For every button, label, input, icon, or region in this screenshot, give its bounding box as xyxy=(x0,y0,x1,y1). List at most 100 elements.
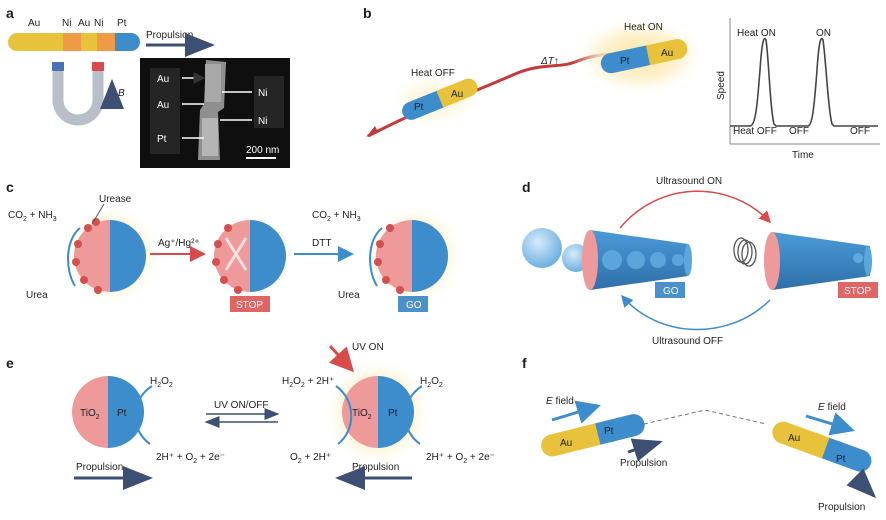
speed-xlabel: Time xyxy=(792,150,814,161)
e2-left-curve xyxy=(335,385,353,445)
go-badge-d xyxy=(655,282,685,298)
sem-label-au1: Au xyxy=(157,74,169,85)
cone-motor-stop xyxy=(764,232,872,290)
f2-efield-arrow xyxy=(805,412,855,436)
c1-curve xyxy=(67,227,81,287)
rod-label-au1: Au xyxy=(28,18,40,29)
tio2-pt-motor-1 xyxy=(72,376,144,448)
rod-off-pt: Pt xyxy=(414,102,424,113)
plot-label-off1: OFF xyxy=(789,126,809,137)
plot-label-heat-off: Heat OFF xyxy=(733,126,777,137)
c1-urea: Urea xyxy=(26,290,48,301)
janus-motor-3 xyxy=(365,203,465,307)
plot-label-off2: OFF xyxy=(850,126,870,137)
urease-label: Urease xyxy=(99,194,132,205)
rod-f-left xyxy=(541,414,645,457)
rod-heat-on xyxy=(600,39,688,74)
delta-t-label: ΔT↑ xyxy=(540,56,559,67)
ultrasound-off-arrow xyxy=(621,294,771,331)
e1-tio2: TiO2 xyxy=(80,408,100,421)
sem-label-ni1: Ni xyxy=(258,88,267,99)
e1-h2o2: H2O2 xyxy=(150,376,173,389)
uv-on-label: UV ON xyxy=(352,342,384,353)
plot-label-heat-on: Heat ON xyxy=(737,28,776,39)
rod-label-pt: Pt xyxy=(117,18,127,29)
f1-efield-arrow xyxy=(551,400,601,424)
ultrasound-on-arrow xyxy=(619,190,772,229)
horseshoe-magnet-icon xyxy=(52,62,104,126)
panel-d: d Ultrasound ON Ultrasound OFF GO xyxy=(522,176,878,347)
dtt-label: DTT xyxy=(312,238,331,249)
e1-pt: Pt xyxy=(117,408,127,419)
stop-badge-d xyxy=(838,282,878,298)
panel-e: e TiO2 Pt H2O2 2H⁺ + O2 + 2e⁻ Propulsion… xyxy=(6,342,495,490)
sem-scale-label: 200 nm xyxy=(246,145,279,156)
f1-propulsion: Propulsion xyxy=(620,458,667,469)
rod-on-pt: Pt xyxy=(620,56,630,67)
e2-h2o2-2h: H2O2 + 2H⁺ xyxy=(282,376,334,389)
ultrasound-off-label: Ultrasound OFF xyxy=(652,336,723,347)
plot-label-on: ON xyxy=(816,28,831,39)
sem-label-ni2: Ni xyxy=(258,116,267,127)
panel-c-letter: c xyxy=(6,179,14,195)
f2-au: Au xyxy=(788,433,800,444)
c3-co2: CO2 + NH3 xyxy=(312,210,361,223)
sem-image xyxy=(140,58,290,168)
panel-e-letter: e xyxy=(6,355,14,371)
f1-efield-label: E field xyxy=(546,396,574,407)
e2-propulsion: Propulsion xyxy=(352,462,399,473)
f2-propulsion: Propulsion xyxy=(818,502,865,513)
heat-off-label: Heat OFF xyxy=(411,68,455,79)
c3-urea: Urea xyxy=(338,290,360,301)
panel-b: b Pt Au Heat OFF ΔT↑ Pt Au Heat ON Sp xyxy=(363,5,880,161)
e1-products: 2H⁺ + O2 + 2e⁻ xyxy=(156,452,225,465)
e2-h2o2-right: H2O2 xyxy=(420,376,443,389)
rod-heat-off xyxy=(402,78,478,120)
panel-b-letter: b xyxy=(363,5,372,21)
coil-icon xyxy=(733,237,757,267)
rod-label-au2: Au xyxy=(78,18,90,29)
speed-plot: Speed Time Heat ON ON Heat OFF OFF OFF xyxy=(716,18,880,161)
speed-ylabel: Speed xyxy=(716,71,727,100)
go-badge-d-text: GO xyxy=(663,286,679,297)
go-badge-c-text: GO xyxy=(406,300,422,311)
ag-hg-label: Ag⁺/Hg²⁺ xyxy=(158,238,200,249)
urease-pointer xyxy=(91,203,105,225)
sem-label-pt: Pt xyxy=(157,134,167,145)
propulsion-label: Propulsion xyxy=(146,30,193,41)
rod-on-au: Au xyxy=(661,48,673,59)
panel-f: f Au Pt E field Propulsion Au Pt E field… xyxy=(522,355,877,513)
trajectory-arrowhead xyxy=(366,126,378,137)
panel-a-letter: a xyxy=(6,5,14,21)
e1-curve xyxy=(134,385,153,445)
rod-f-right xyxy=(772,421,872,472)
stop-badge-d-text: STOP xyxy=(844,286,871,297)
f1-propulsion-arrow xyxy=(627,438,663,462)
f1-au: Au xyxy=(560,438,572,449)
go-badge-c xyxy=(398,296,428,312)
f1-pt: Pt xyxy=(604,426,614,437)
rod-label-ni1: Ni xyxy=(62,18,71,29)
panel-a: a Au Ni Au Ni Pt Propulsion B xyxy=(6,5,290,168)
field-label: B xyxy=(118,88,125,99)
janus-motor-2 xyxy=(212,220,286,294)
rod-off-au: Au xyxy=(451,89,463,100)
e2-pt: Pt xyxy=(388,408,398,419)
uv-light-arrow xyxy=(328,344,355,373)
uv-onoff-label: UV ON/OFF xyxy=(214,400,268,411)
speed-curve xyxy=(730,37,878,127)
nanorod xyxy=(8,33,140,51)
ultrasound-on-label: Ultrasound ON xyxy=(656,176,722,187)
e2-tio2: TiO2 xyxy=(352,408,372,421)
e2-o2-2h: O2 + 2H⁺ xyxy=(290,452,331,465)
e2-products: 2H⁺ + O2 + 2e⁻ xyxy=(426,452,495,465)
heat-on-label: Heat ON xyxy=(624,22,663,33)
e2-right-curve xyxy=(404,385,423,445)
c3-curve xyxy=(369,227,383,287)
f2-efield-label: E field xyxy=(818,402,846,413)
panel-c: c Urease CO2 + NH3 Urea Ag⁺/Hg²⁺ xyxy=(6,179,465,312)
f2-pt: Pt xyxy=(836,454,846,465)
panel-d-letter: d xyxy=(522,179,531,195)
janus-motor-1 xyxy=(62,203,162,307)
